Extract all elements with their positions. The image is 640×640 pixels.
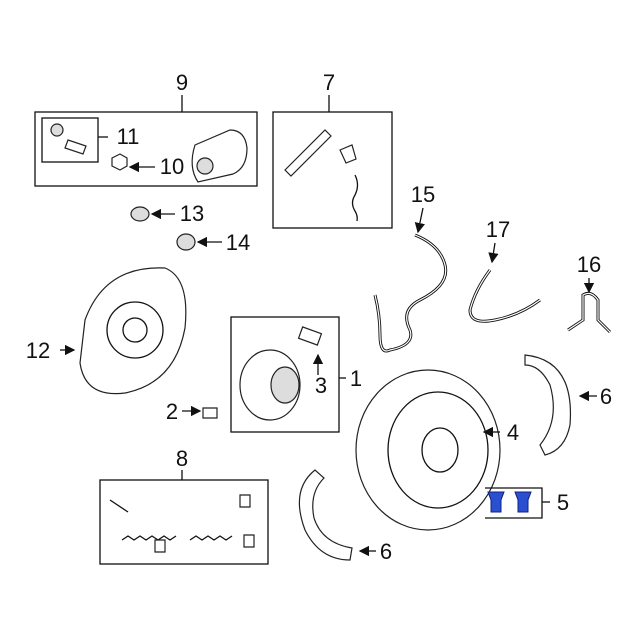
part-6-brake-shoe-lower[interactable] (298, 469, 376, 561)
group-1-hub-assembly[interactable] (230, 316, 346, 433)
part-3-bolt[interactable] (297, 326, 323, 346)
adjuster (284, 129, 332, 177)
callout-9: 9 (176, 70, 188, 95)
callout-3: 3 (315, 373, 327, 398)
group-11-box (41, 117, 99, 163)
callout-6-lower: 6 (380, 539, 392, 564)
callout-7: 7 (323, 70, 335, 95)
wheel-cylinder (191, 129, 248, 183)
part-15-abs-sensor[interactable] (373, 207, 448, 353)
group-7-adjuster-kit[interactable] (272, 95, 393, 229)
callout-10: 10 (160, 154, 184, 179)
part-14-plug[interactable] (176, 233, 196, 251)
brake-line-fitting (111, 153, 128, 171)
part-5-bolts-highlighted[interactable] (485, 487, 550, 519)
group-9-wheel-cylinder-kit[interactable] (34, 95, 258, 187)
bleeder-cap (50, 123, 64, 137)
part-16-brake-line[interactable] (567, 278, 612, 334)
bleeder-screw (64, 139, 87, 155)
callout-14: 14 (226, 230, 250, 255)
part-17-brake-hose[interactable] (468, 242, 541, 323)
part-12-backing-plate[interactable] (60, 267, 187, 395)
callout-17: 17 (486, 217, 510, 242)
part-13-plug[interactable] (130, 206, 150, 222)
callout-13: 13 (180, 201, 204, 226)
spring (351, 174, 359, 222)
group-1-box (230, 316, 340, 433)
part-6-brake-shoe-right[interactable] (524, 354, 597, 456)
callout-5: 5 (557, 490, 569, 515)
callout-2: 2 (166, 399, 178, 424)
callout-6-right: 6 (600, 384, 612, 409)
callout-16: 16 (577, 252, 601, 277)
callout-11: 11 (117, 124, 140, 149)
callout-1: 1 (350, 366, 362, 391)
callout-15: 15 (411, 182, 435, 207)
adjuster-lever (339, 144, 357, 164)
group-8-hardware-kit[interactable] (99, 470, 269, 565)
callout-4: 4 (507, 420, 519, 445)
part-2-bolt[interactable] (202, 407, 218, 419)
group-9-box (34, 111, 258, 187)
group-7-box (272, 111, 393, 229)
callout-12: 12 (26, 338, 50, 363)
group-8-box (99, 479, 269, 565)
callout-8: 8 (176, 446, 188, 471)
part-4-brake-drum[interactable] (355, 369, 501, 531)
